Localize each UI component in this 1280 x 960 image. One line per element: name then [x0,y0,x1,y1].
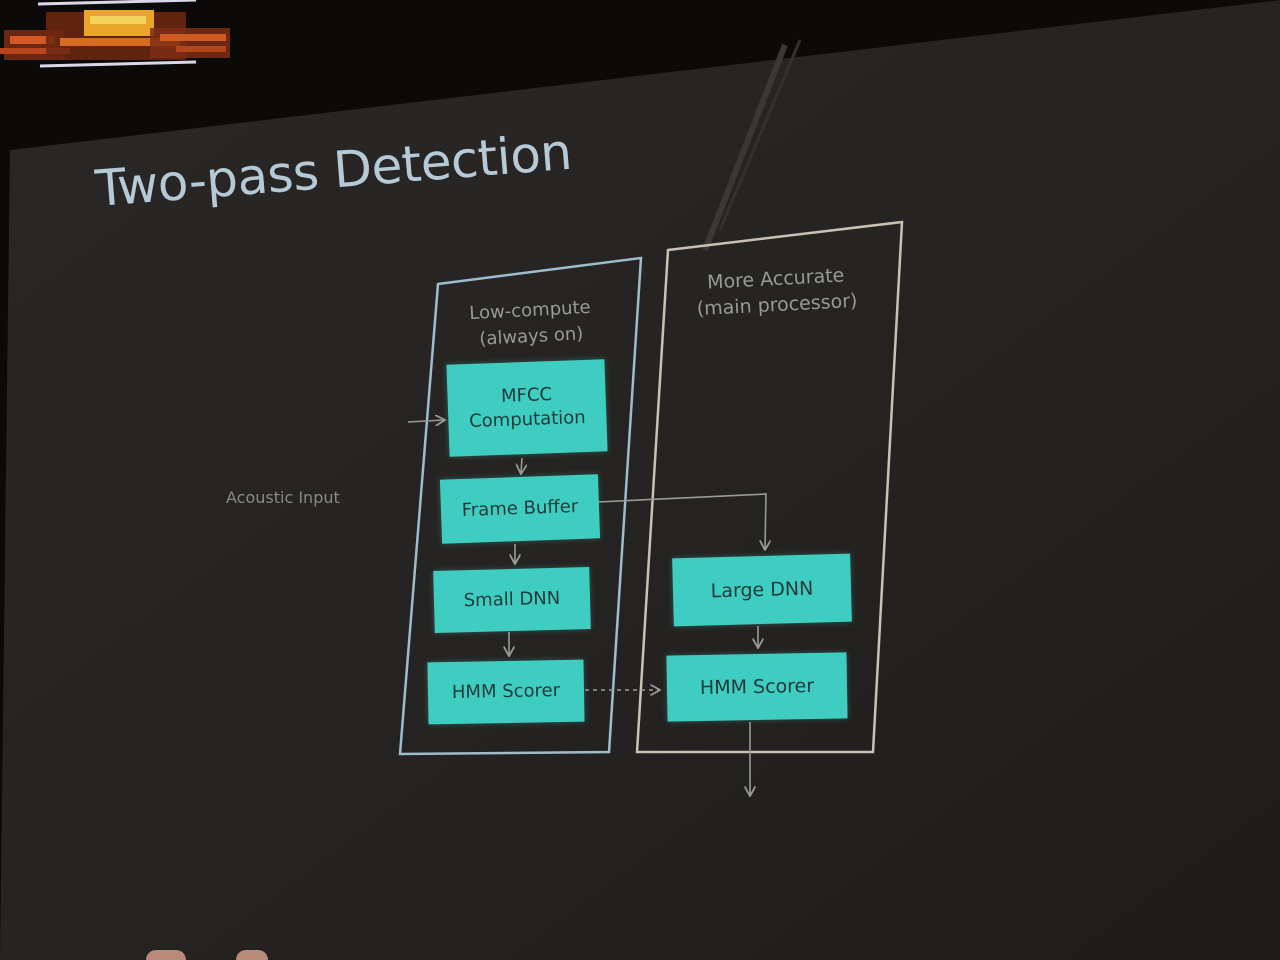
arrow-buffer-to-large-dnn [597,493,766,549]
audience-hand [236,950,268,960]
frame-buffer-box: Frame Buffer [439,474,601,544]
arrow-input-to-mfcc [407,420,444,422]
low-hmm-scorer-label: HMM Scorer [451,680,561,703]
frame-buffer-label: Frame Buffer [461,495,579,522]
accurate-panel-outline [635,220,904,754]
mfcc-computation-box: MFCC Computation [446,359,608,457]
low-compute-panel-label: Low-compute (always on) [469,295,593,353]
rigging-cable [718,39,802,231]
small-dnn-box: Small DNN [433,566,591,634]
large-dnn-label: Large DNN [710,577,814,603]
low-hmm-scorer-box: HMM Scorer [427,659,585,725]
arrow-mfcc-to-buffer [521,457,522,473]
rigging-cable [702,43,788,252]
accurate-hmm-scorer-box: HMM Scorer [666,652,848,722]
audience-hand [146,950,186,960]
acoustic-input-label: Acoustic Input [226,488,340,507]
small-dnn-label: Small DNN [463,587,561,612]
accurate-panel-label: More Accurate (main processor) [695,262,858,322]
low-compute-panel-outline [398,256,643,756]
spectrogram-icon [0,0,230,68]
room-top [0,0,1280,150]
accurate-hmm-scorer-label: HMM Scorer [699,675,815,699]
mfcc-label-line2: Computation [468,406,586,433]
large-dnn-box: Large DNN [672,553,852,627]
